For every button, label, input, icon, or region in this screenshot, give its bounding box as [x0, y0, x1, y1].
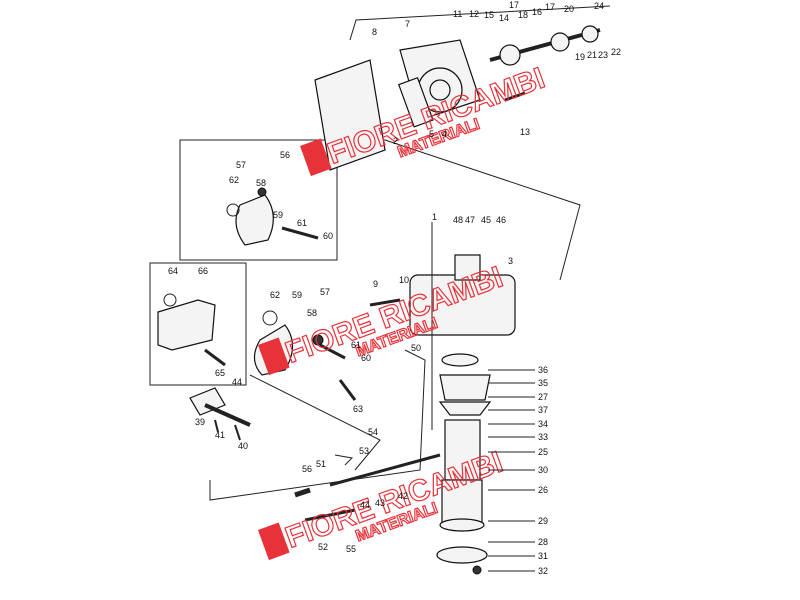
part-number-label: 29 — [538, 516, 548, 526]
part-number-label: 15 — [484, 10, 494, 20]
valve-cover-parts — [226, 187, 319, 246]
part-number-label: 61 — [297, 218, 307, 228]
part-number-label: 44 — [360, 500, 370, 510]
part-number-label: 4 — [442, 129, 447, 139]
part-number-label: 46 — [496, 215, 506, 225]
part-number-label: 39 — [195, 417, 205, 427]
part-number-label: 34 — [538, 419, 548, 429]
part-number-label: 64 — [168, 266, 178, 276]
part-number-label: 58 — [307, 308, 317, 318]
part-number-label: 11 — [453, 9, 462, 19]
part-number-label: 9 — [373, 279, 378, 289]
part-number-label: 55 — [346, 544, 356, 554]
part-number-label: 57 — [320, 287, 330, 297]
part-number-label: 48 — [453, 215, 463, 225]
part-number-label: 59 — [273, 210, 283, 220]
part-number-label: 12 — [469, 9, 479, 19]
part-number-label: 44 — [232, 377, 242, 387]
part-number-label: 65 — [215, 368, 225, 378]
part-number-label: 21 — [587, 50, 597, 60]
part-number-label: 24 — [594, 1, 604, 11]
part-number-label: 63 — [353, 404, 363, 414]
part-number-label: 57 — [236, 160, 246, 170]
part-number-label: 40 — [238, 441, 248, 451]
part-number-label: 23 — [598, 50, 608, 60]
part-number-label: 18 — [518, 10, 528, 20]
part-number-label: 16 — [532, 7, 542, 17]
part-number-label: 13 — [520, 127, 530, 137]
part-number-label: 28 — [538, 537, 548, 547]
part-number-label: 58 — [256, 178, 266, 188]
part-number-label: 17 — [545, 2, 555, 12]
part-number-label: 53 — [359, 446, 369, 456]
part-number-label: 5 — [429, 129, 434, 139]
part-number-label: 33 — [538, 432, 548, 442]
part-number-label: 22 — [611, 47, 621, 57]
part-number-label: 47 — [465, 215, 475, 225]
pipe-parts — [189, 387, 441, 522]
part-number-label: 20 — [564, 4, 574, 14]
part-number-label: 59 — [292, 290, 302, 300]
part-number-label: 37 — [538, 405, 548, 415]
part-number-label: 25 — [538, 447, 548, 457]
part-number-label: 45 — [481, 215, 491, 225]
part-number-label: 17 — [509, 0, 519, 10]
part-number-label: 35 — [538, 378, 548, 388]
part-number-label: 1 — [432, 212, 437, 222]
part-number-label: 30 — [538, 465, 548, 475]
part-number-label: 62 — [229, 175, 239, 185]
part-number-label: 41 — [215, 430, 225, 440]
part-number-label: 2 — [393, 136, 398, 146]
part-number-label: 54 — [368, 427, 378, 437]
part-number-label: 27 — [538, 392, 548, 402]
part-number-label: 51 — [316, 459, 326, 469]
part-number-label: 50 — [411, 343, 421, 353]
part-number-label: 10 — [399, 275, 409, 285]
part-number-label: 32 — [538, 566, 548, 576]
part-number-label: 3 — [508, 256, 513, 266]
part-number-label: 8 — [372, 27, 377, 37]
part-number-label: 26 — [538, 485, 548, 495]
part-number-label: 60 — [323, 231, 333, 241]
part-number-label: 61 — [351, 340, 361, 350]
part-number-label: 43 — [375, 498, 385, 508]
part-number-label: 7 — [405, 19, 410, 29]
part-number-label: 62 — [270, 290, 280, 300]
part-number-label: 14 — [499, 13, 509, 23]
part-number-label: 56 — [280, 150, 290, 160]
part-number-label: 60 — [361, 353, 371, 363]
part-number-label: 36 — [538, 365, 548, 375]
pump-cover-assembly — [314, 25, 601, 171]
part-number-label: 56 — [302, 464, 312, 474]
part-number-label: 31 — [538, 551, 548, 561]
part-number-label: 66 — [198, 266, 208, 276]
part-number-label: 42 — [398, 491, 408, 501]
pump-body — [409, 222, 516, 575]
part-number-label: 19 — [575, 52, 585, 62]
part-number-label: 52 — [318, 542, 328, 552]
